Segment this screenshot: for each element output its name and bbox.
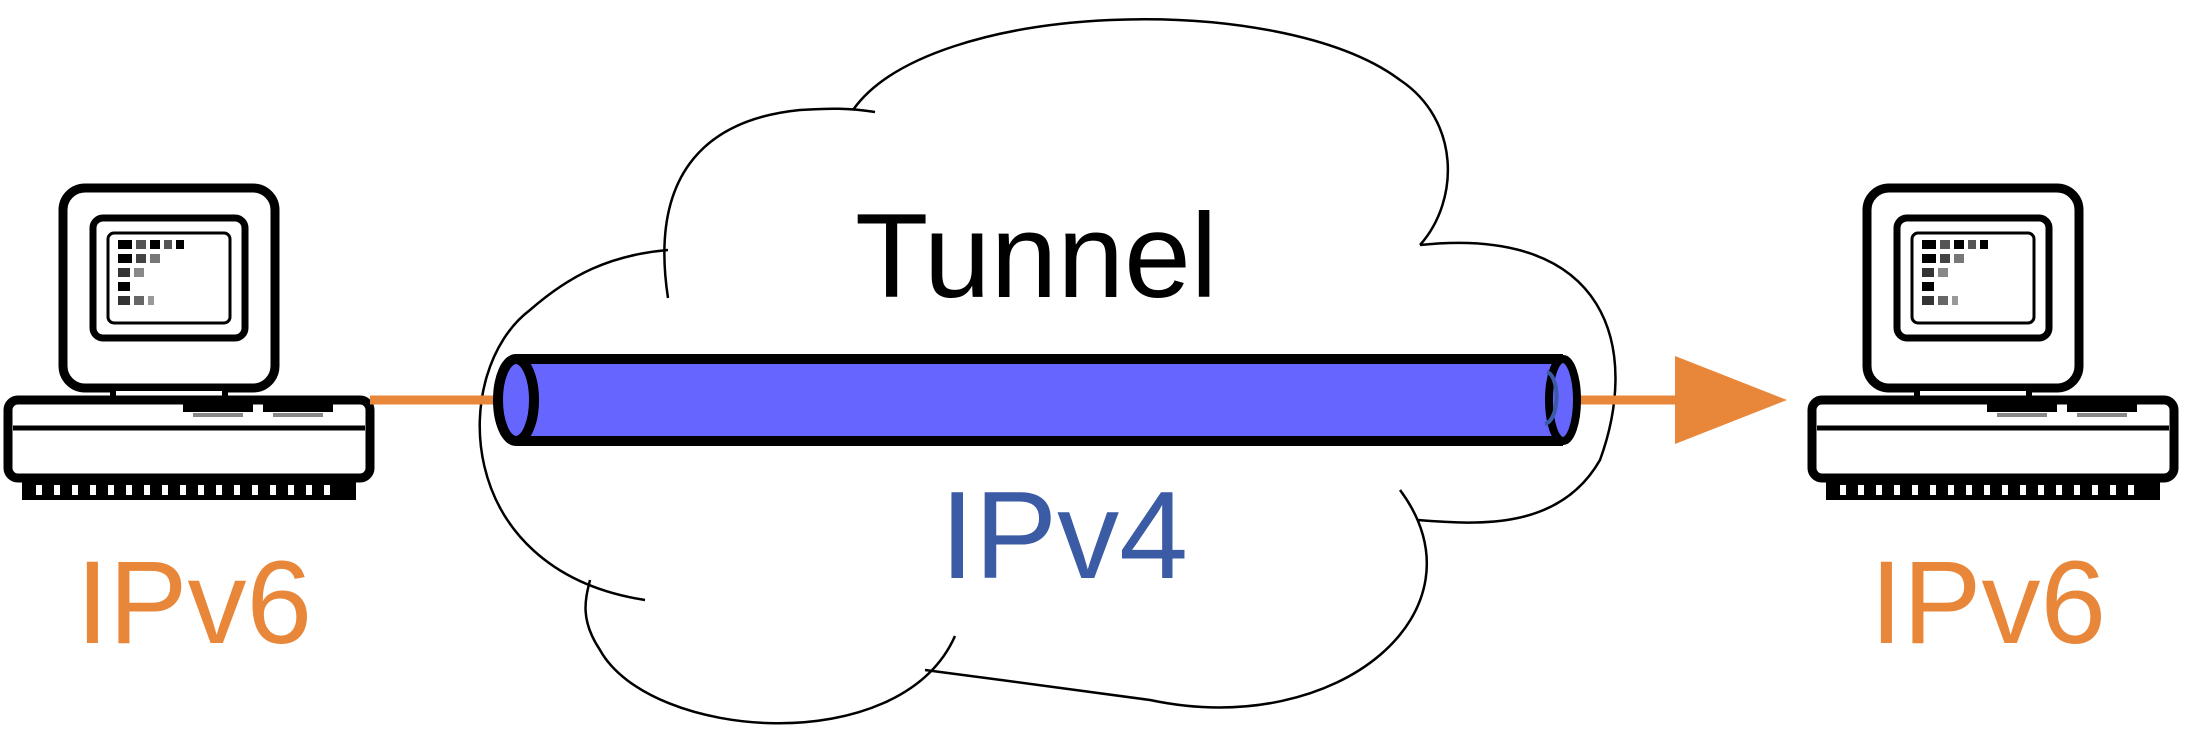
ipv4-network-label: IPv4 <box>940 467 1189 605</box>
arrow-head-icon <box>1675 356 1787 444</box>
left-ipv6-host-computer-icon <box>8 188 370 500</box>
tunnel-label: Tunnel <box>855 189 1218 323</box>
right-ipv6-label: IPv6 <box>1870 537 2107 669</box>
ipv4-network-cloud <box>478 18 1617 725</box>
right-ipv6-host-computer-icon <box>1812 188 2174 500</box>
left-ipv6-label: IPv6 <box>76 537 313 669</box>
tunnel-pipe <box>493 354 1581 446</box>
